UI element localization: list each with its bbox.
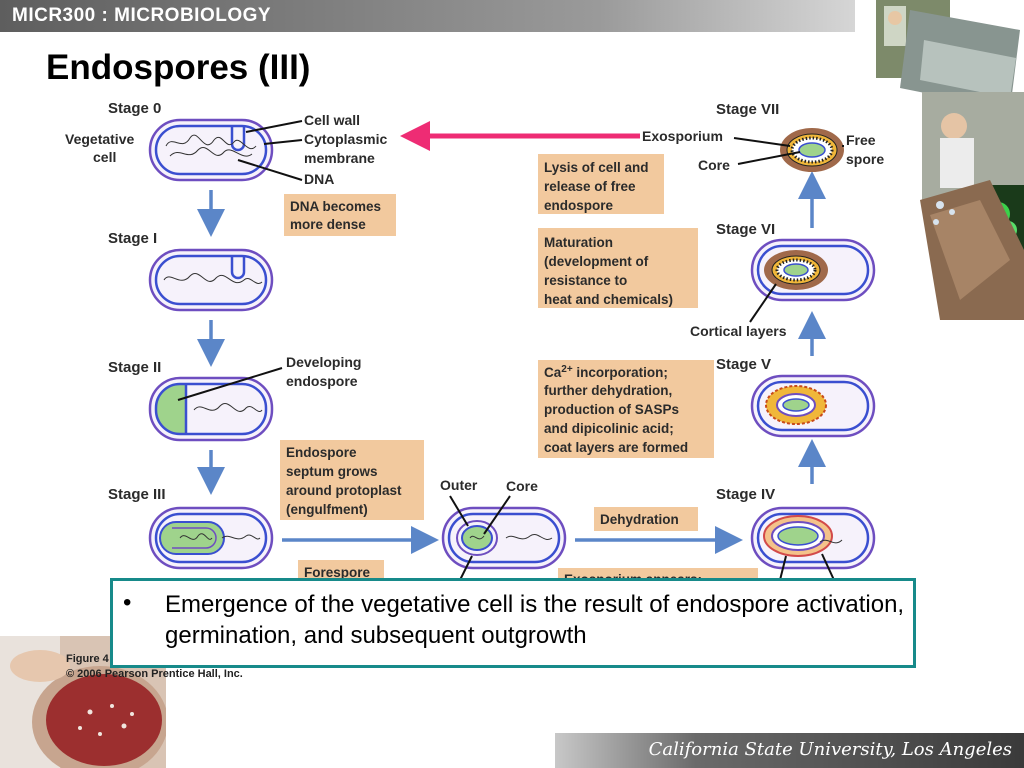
cortical-layers-label: Cortical layers [690,323,787,339]
header-bar: MICR300 : MICROBIOLOGY [0,0,855,32]
note-dna-dense-box [284,194,396,236]
figure-caption: Figure 4 © 2006 Pearson Prentice Hall, I… [66,652,243,682]
spore-label: spore [846,151,884,167]
note-maturation-line-1: Maturation [544,235,613,250]
stage-3-label: Stage III [108,486,166,503]
membrane-label: membrane [304,150,375,166]
slide-title: Endospores (III) [46,48,311,87]
vegetative-label: Vegetative [65,131,134,147]
core-label: Core [506,478,538,494]
exosporium-label: Exosporium [642,128,723,144]
note-maturation-line-3: resistance to [544,273,627,288]
free-spore [780,128,844,172]
note-dna-dense-line-2: more dense [290,217,366,232]
forespore-cell [441,506,567,570]
core-s7-label: Core [698,157,730,173]
endospore-label: endospore [286,373,358,389]
bullet-callout-box: • Emergence of the vegetative cell is th… [110,578,916,668]
stage-5-cell [750,374,876,438]
note-forespore-line-1: Forespore [304,565,371,580]
note-dna-dense-line-1: DNA becomes [290,199,381,214]
stage-0-cell [148,118,274,182]
developing-label: Developing [286,354,361,370]
footer-bar: California State University, Los Angeles [555,733,1024,768]
free-label: Free [846,132,876,148]
figure-number: Figure 4 [66,653,109,665]
stage-5-label: Stage V [716,356,771,373]
stage-4-cell [750,506,876,570]
note-septum-line-2: septum grows [286,464,378,479]
note-septum-line-1: Endospore [286,445,357,460]
stage-2-label: Stage II [108,359,161,376]
endospore-cycle-diagram: Stage 0 Vegetative cell Cell wall Cytopl… [65,100,884,580]
dna-label: DNA [304,171,334,187]
note-forespore-box [298,560,384,580]
note-ca-line-4: and dipicolinic acid; [544,421,674,436]
note-ca-line-1: Ca2+ incorporation; [544,364,668,380]
cytoplasmic-label: Cytoplasmic [304,131,387,147]
note-lysis-line-2: release of free [544,179,636,194]
note-ca-line-5: coat layers are formed [544,440,688,455]
note-septum-box [280,440,424,520]
course-title: MICR300 : MICROBIOLOGY [12,5,272,26]
note-septum-line-3: around protoplast [286,483,402,498]
stage-0-label: Stage 0 [108,100,161,117]
cell-label: cell [93,149,116,165]
stage-6-label: Stage VI [716,221,775,238]
institution-name: California State University, Los Angeles [648,739,1012,760]
outer-label: Outer [440,477,478,493]
petri-dish-photo [0,636,166,768]
stage-1-cell [148,248,274,312]
note-exosporium-box [558,568,758,580]
note-ca-box [538,360,714,458]
note-dehydration-box [594,507,698,531]
note-lysis-line-1: Lysis of cell and [544,160,649,175]
bullet-dot: • [123,589,132,616]
copyright-text: © 2006 Pearson Prentice Hall, Inc. [66,668,243,680]
note-ca-line-3: production of SASPs [544,402,679,417]
cell-wall-label: Cell wall [304,112,360,128]
stage-7-label: Stage VII [716,101,779,118]
note-exosporium-line-1: Exosporium appears; [564,572,702,580]
stage-3-cell [148,506,274,570]
stage-4-label: Stage IV [716,486,775,503]
note-lysis-line-3: endospore [544,198,614,213]
note-ca-line-2: further dehydration, [544,383,672,398]
stage-2-cell [148,376,274,442]
note-maturation-line-2: (development of [544,254,649,269]
lab-photo-collage [870,0,1024,320]
note-maturation-box [538,228,698,308]
stage-6-cell [750,238,876,302]
stage-1-label: Stage I [108,230,157,247]
bullet-text: Emergence of the vegetative cell is the … [165,591,905,649]
note-maturation-line-4: heat and chemicals) [544,292,673,307]
note-lysis-box [538,154,664,214]
note-septum-line-4: (engulfment) [286,502,368,517]
note-dehydration-line-1: Dehydration [600,512,679,527]
